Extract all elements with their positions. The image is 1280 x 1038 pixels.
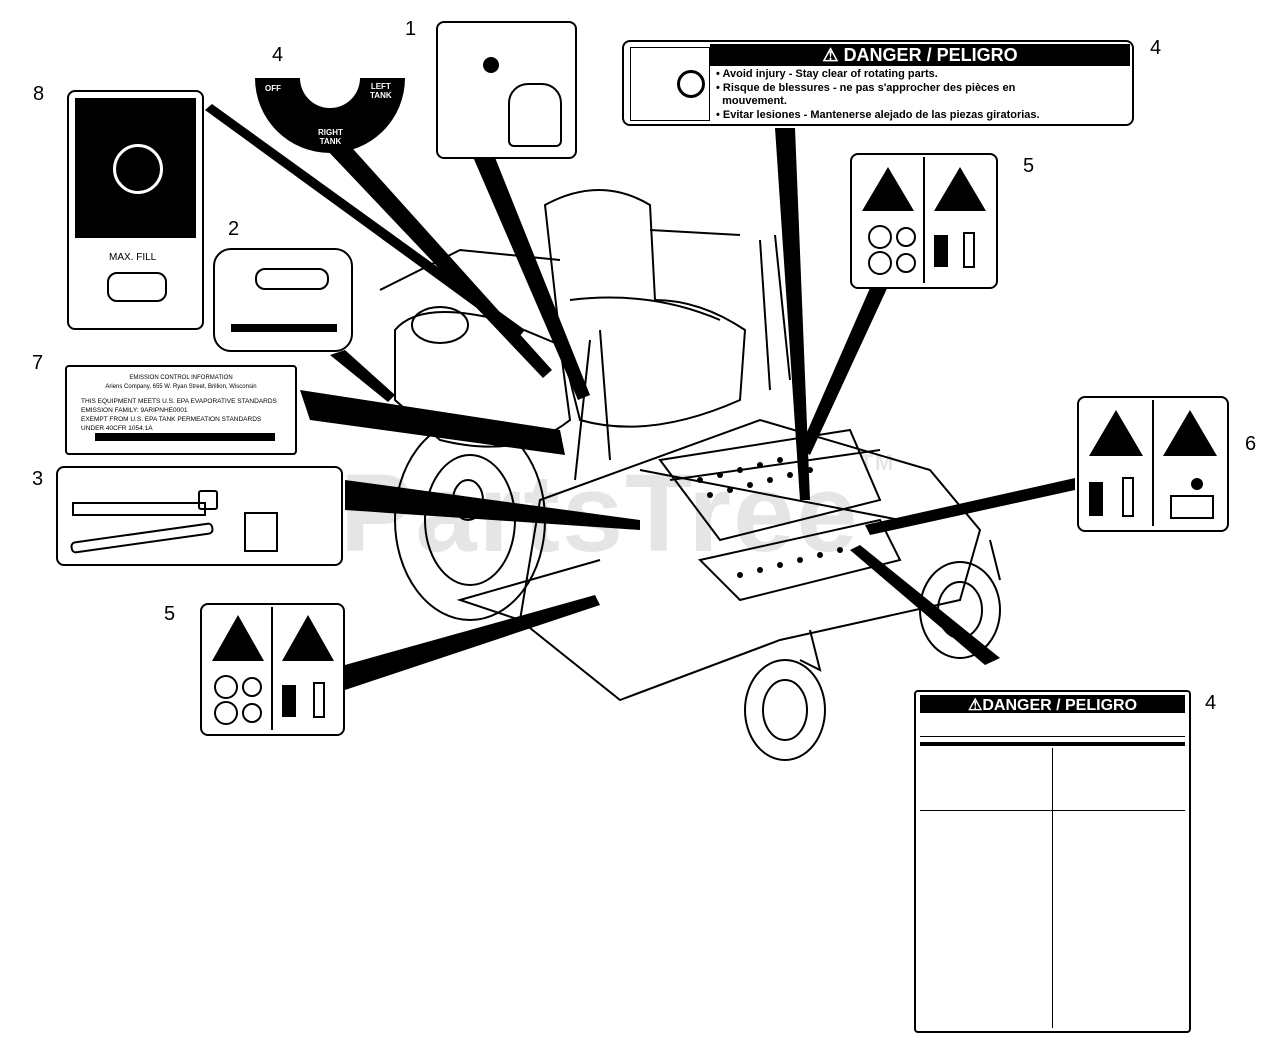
- tank-right-label: RIGHT TANK: [318, 128, 343, 146]
- tank-off-label: OFF: [265, 84, 281, 93]
- warning-pictograms: [1089, 400, 1217, 526]
- callout-4-danger-top: 4: [1150, 37, 1162, 59]
- decal-emission-control: EMISSION CONTROL INFORMATION Ariens Comp…: [65, 365, 297, 455]
- decal-controls-pictogram: [436, 21, 577, 159]
- leader-8: [205, 104, 525, 338]
- warning-pictograms: [862, 157, 986, 283]
- decal-danger-rotating-parts: ⚠ DANGER / PELIGRO • Avoid injury - Stay…: [622, 40, 1134, 126]
- decal-warning-blade-right: [850, 153, 998, 289]
- emission-body: THIS EQUIPMENT MEETS U.S. EPA EVAPORATIV…: [81, 398, 277, 432]
- callout-7: 7: [32, 352, 44, 374]
- decal-warning-blade-left: [200, 603, 345, 736]
- mower-body: [379, 189, 1001, 761]
- section-bar: [920, 742, 1185, 746]
- leader-7: [300, 390, 565, 455]
- max-fill-label: MAX. FILL: [109, 252, 157, 263]
- danger-title: ⚠ DANGER / PELIGRO: [822, 45, 1018, 65]
- hand-rotating-icon: [630, 47, 710, 121]
- leader-lines: [205, 104, 1075, 690]
- warning-pictograms: [212, 607, 334, 730]
- callout-5-right: 5: [1023, 155, 1035, 177]
- callout-1: 1: [405, 18, 417, 40]
- callout-3: 3: [32, 468, 44, 490]
- leader-5b: [345, 595, 600, 690]
- hand-icon: [255, 268, 329, 290]
- emission-barcode: [95, 433, 275, 441]
- callout-8: 8: [33, 83, 45, 105]
- hot-surface-icon: [231, 324, 337, 332]
- deck-holes: [697, 452, 843, 578]
- decal-fuel-max-fill: MAX. FILL: [67, 90, 204, 330]
- danger-title: ⚠DANGER / PELIGRO: [967, 697, 1138, 714]
- danger-lines: • Avoid injury - Stay clear of rotating …: [716, 68, 1040, 121]
- mower-icon: [244, 512, 278, 552]
- danger-title-bar: ⚠ DANGER / PELIGRO: [710, 44, 1130, 66]
- leader-3: [345, 480, 640, 530]
- callout-4-danger-bottom: 4: [1205, 692, 1217, 714]
- emission-company: Ariens Company, 655 W. Ryan Street, Bril…: [105, 384, 257, 390]
- leader-4b: [775, 128, 810, 500]
- callout-4-tank: 4: [272, 44, 284, 66]
- manual-panel: [75, 98, 196, 238]
- pictogram-row: [920, 714, 1185, 737]
- column-divider: [1052, 748, 1053, 1028]
- read-manual-icon: [113, 144, 163, 194]
- callout-2: 2: [228, 218, 240, 240]
- leader-5a: [800, 282, 890, 455]
- decal-danger-operator-safety: ⚠DANGER / PELIGRO: [914, 690, 1191, 1033]
- callout-6: 6: [1245, 433, 1257, 455]
- decal-deck-height: [56, 466, 343, 566]
- pivot-icon: [483, 57, 499, 73]
- decal-hot-surface: [213, 248, 353, 352]
- leader-4c: [850, 545, 1000, 665]
- fuel-tank-icon: [107, 272, 167, 302]
- link-bar-icon: [69, 522, 215, 554]
- leader-6: [865, 478, 1075, 535]
- callout-5-left: 5: [164, 603, 176, 625]
- section-divider: [920, 810, 1185, 811]
- decal-warning-service: [1077, 396, 1229, 532]
- tank-left-label: LEFT TANK: [370, 82, 392, 100]
- emission-title: EMISSION CONTROL INFORMATION: [129, 375, 233, 381]
- danger-title-bar: ⚠DANGER / PELIGRO: [920, 695, 1185, 714]
- lock-icon: [198, 490, 218, 510]
- lever-bar-icon: [72, 502, 206, 516]
- leader-2: [330, 350, 395, 402]
- hand-icon: [508, 83, 562, 147]
